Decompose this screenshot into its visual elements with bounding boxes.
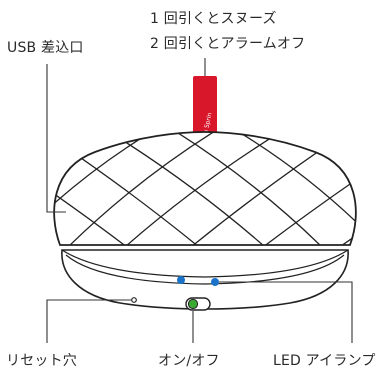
power-switch[interactable] — [185, 297, 211, 311]
usb-port-label: USB 差込口 — [7, 40, 84, 56]
led-left — [177, 276, 185, 284]
leader-usb — [46, 64, 66, 213]
led-right — [211, 278, 219, 286]
leader-led — [219, 281, 353, 343]
reset-hole-label: リセット穴 — [6, 353, 77, 369]
power-switch-label: オン/オフ — [158, 353, 220, 369]
device-shell — [53, 131, 357, 246]
leader-reset — [46, 299, 131, 343]
reset-hole[interactable] — [131, 297, 137, 303]
leader-lines — [46, 58, 353, 343]
led-lamp-label: LED アイランプ — [273, 353, 376, 369]
pull-twice-label: 2 回引くとアラームオフ — [150, 36, 306, 52]
pull-once-label: 1 回引くとスヌーズ — [150, 11, 277, 27]
